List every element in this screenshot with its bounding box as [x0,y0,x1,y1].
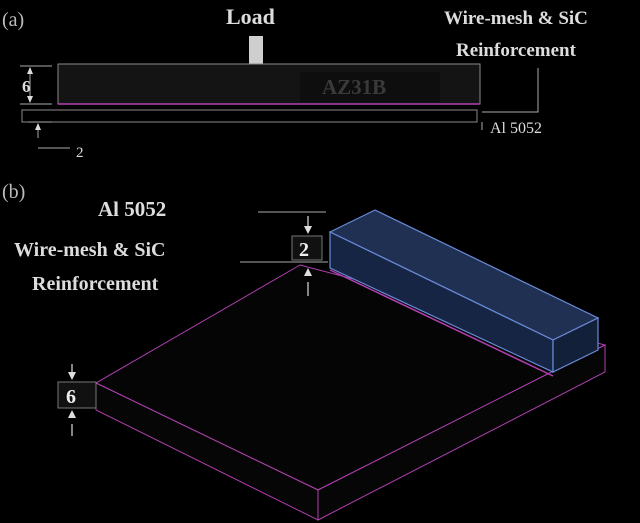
dimension-2-a-label: 2 [76,145,84,161]
az31b-label-box [300,72,440,102]
load-label: Load [226,4,275,29]
dimension-6-a-label: 6 [22,77,31,96]
dimension-2-a [28,121,70,149]
dimension-2-b [240,211,328,296]
az31b-label: AZ31B [322,75,386,99]
al5052-b-label: Al 5052 [98,197,166,221]
dimension-6-b [68,364,76,436]
panel-a-label: (a) [2,9,24,31]
reinforcement-a-line1: Wire-mesh & SiC [444,8,588,29]
reinforcement-b-line1: Wire-mesh & SiC [14,239,165,261]
dimension-6-a [20,65,52,105]
al5052-block-3d [328,209,600,377]
panel-b-label: (b) [2,181,25,203]
al5052-strip-section [21,109,478,123]
reinforcement-b-line2: Reinforcement [32,273,159,295]
dimension-2-b-box [291,235,323,261]
reinforcement-a-line2: Reinforcement [456,40,577,61]
dimension-2-b-label: 2 [299,239,309,261]
dimension-6-b-box [57,381,97,409]
al5052-a-label: Al 5052 [490,120,542,137]
dimension-6-b-label: 6 [66,386,76,408]
reinforcement-a-leader [482,68,539,113]
